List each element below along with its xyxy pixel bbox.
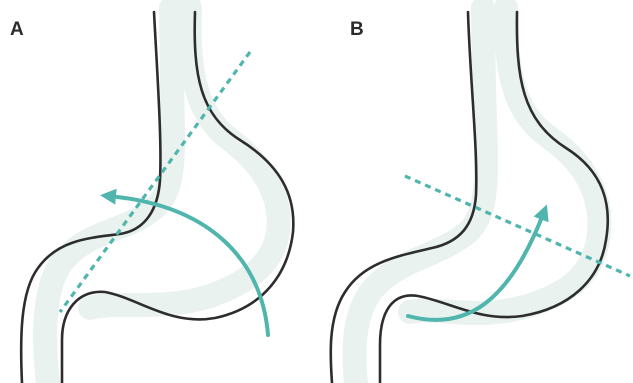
panel-b-lumen-wide	[410, 8, 599, 313]
panel-a-bubble	[95, 348, 115, 368]
panel-b: B	[331, 8, 630, 383]
panel-a-label: A	[10, 19, 24, 40]
panel-a-dotted-line	[60, 52, 250, 312]
panel-b-bubble	[414, 348, 434, 368]
panel-a: A	[10, 8, 293, 383]
panel-b-label: B	[350, 19, 364, 40]
panel-b-lumen	[354, 8, 486, 383]
